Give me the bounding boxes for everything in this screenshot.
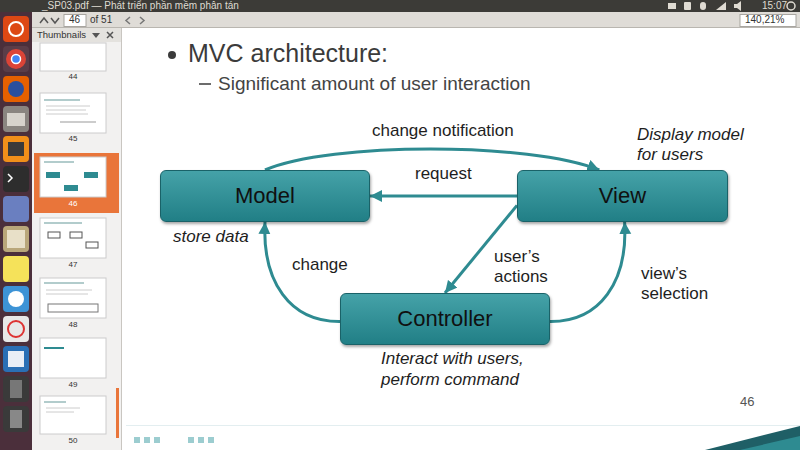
- thumbnail-number: 44: [40, 72, 106, 82]
- slide-number: 46: [740, 394, 754, 410]
- mvc-component-box: ViewDisplay model for users: [517, 170, 728, 222]
- edge-label: view’s selection: [641, 264, 717, 305]
- thumbnail-number: 47: [40, 260, 106, 270]
- component-name: View: [599, 183, 646, 209]
- thumbnail-number: 49: [40, 380, 106, 390]
- edge-label: change: [292, 255, 348, 275]
- thumbnail-number: 48: [40, 320, 106, 330]
- component-name: Model: [235, 183, 295, 209]
- thumbnail-number: 46: [40, 199, 106, 209]
- component-note: Interact with users, perform command: [381, 349, 561, 390]
- panel-header: Thumbnails: [37, 29, 86, 40]
- component-name: Controller: [397, 306, 492, 332]
- component-note: store data: [173, 227, 293, 248]
- window-title: _SP03.pdf — Phát triển phần mềm phân tán: [42, 0, 239, 12]
- clock: 15:07: [762, 0, 787, 12]
- connector-arrow: [550, 222, 625, 322]
- page-count: of 51: [90, 14, 112, 26]
- mvc-component-box: Modelstore data: [160, 170, 370, 222]
- zoom-level: 140,21%: [745, 14, 784, 26]
- connector-arrow: [370, 195, 517, 198]
- mvc-component-box: ControllerInteract with users, perform c…: [340, 293, 550, 345]
- thumbnail-number: 50: [40, 436, 106, 446]
- bullet-text: Significant amount of user interaction: [218, 73, 531, 96]
- slide-title: MVC architecture:: [188, 38, 388, 68]
- page-number-input: 46: [69, 14, 80, 26]
- edge-label: user’s actions: [494, 247, 566, 288]
- component-note: Display model for users: [637, 125, 765, 166]
- thumbnail-number: 45: [40, 134, 106, 144]
- edge-label: request: [415, 164, 472, 184]
- edge-label: change notification: [372, 121, 514, 141]
